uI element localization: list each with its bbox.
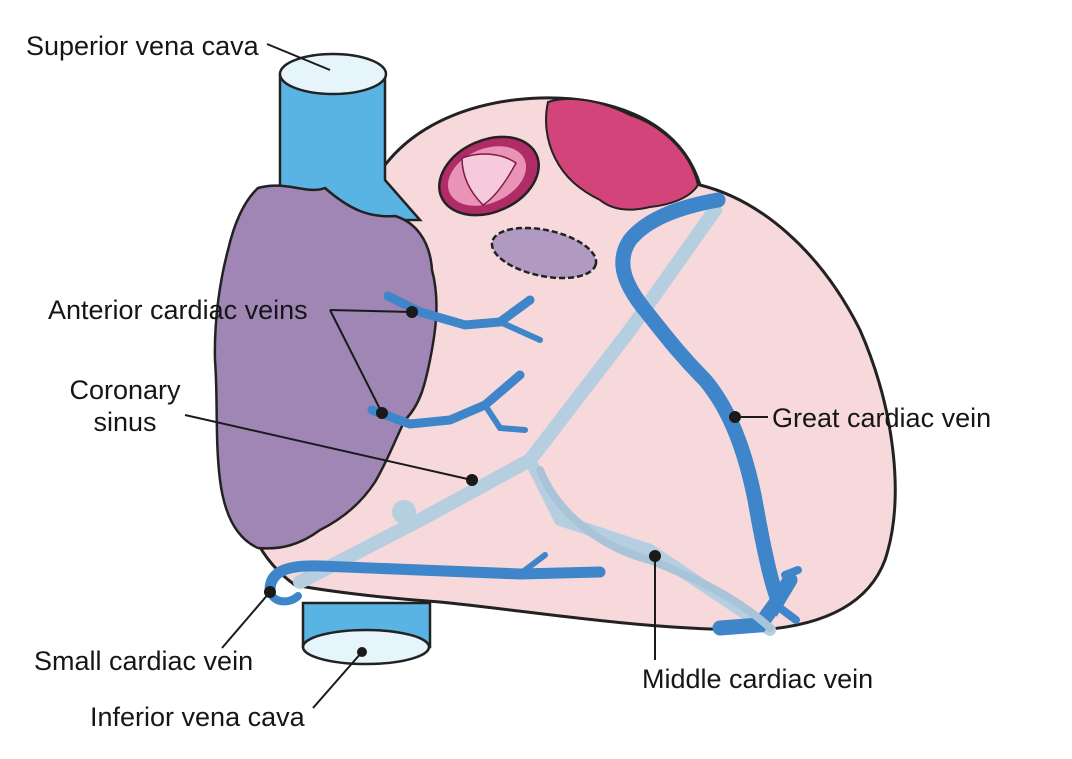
great-cardiac-vein bbox=[615, 192, 802, 636]
leader-lines bbox=[184, 43, 768, 709]
leader-anterior-cardiac-veins-1 bbox=[329, 309, 413, 313]
leader-small-cardiac-vein bbox=[221, 591, 271, 649]
pulmonary-opening bbox=[490, 226, 598, 280]
label-superior-vena-cava: Superior vena cava bbox=[26, 31, 259, 61]
leader-coronary-sinus bbox=[184, 414, 473, 481]
aortic-valve bbox=[438, 135, 540, 217]
leader-inferior-vena-cava bbox=[312, 651, 363, 709]
label-anterior-cardiac-veins: Anterior cardiac veins bbox=[48, 295, 308, 325]
middle-cardiac-vein bbox=[536, 466, 774, 632]
label-inferior-vena-cava: Inferior vena cava bbox=[90, 702, 305, 732]
superior-vena-cava bbox=[278, 52, 423, 223]
label-great-cardiac-vein: Great cardiac vein bbox=[772, 403, 992, 433]
label-small-cardiac-vein: Small cardiac vein bbox=[34, 646, 254, 676]
inferior-vena-cava bbox=[301, 601, 432, 666]
label-coronary-sinus: Coronary sinus bbox=[50, 374, 200, 438]
label-coronary-sinus-line1: Coronary bbox=[69, 375, 181, 405]
left-atrium-patch bbox=[545, 97, 700, 211]
leader-superior-vena-cava bbox=[266, 43, 331, 71]
label-coronary-sinus-line2: sinus bbox=[93, 407, 157, 437]
leader-anterior-cardiac-veins-2 bbox=[329, 309, 383, 414]
right-atrium bbox=[213, 184, 438, 550]
label-middle-cardiac-vein: Middle cardiac vein bbox=[642, 664, 874, 694]
